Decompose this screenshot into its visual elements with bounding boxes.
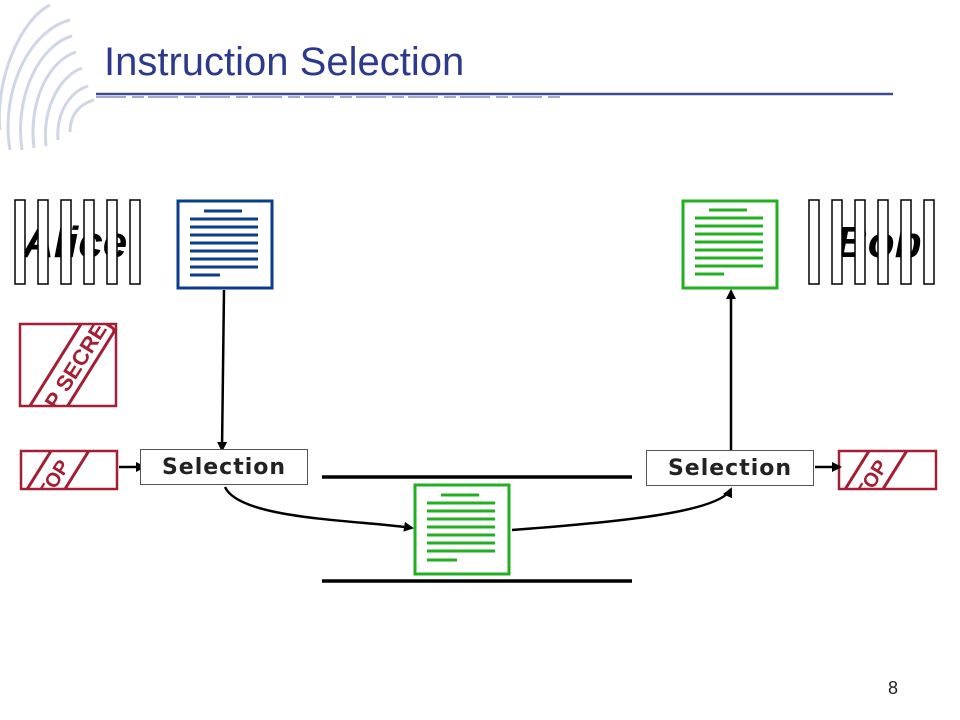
fingerprint-icon [0,3,95,151]
slide-title: Instruction Selection [104,40,465,84]
arrow-doc-to-selection [217,289,228,452]
page-number: 8 [888,678,899,698]
arrow-selection-to-channel [223,486,414,532]
selection-box-left: Selection [140,449,308,485]
document-icon [176,199,274,290]
alice-bars [14,199,141,285]
bob-bars [808,199,935,285]
stamp-icon: TOP [837,449,938,491]
document-icon [413,483,511,576]
bob-node: Bob [808,199,935,285]
alice-node: Alice [14,199,141,285]
stamp-icon: TOP SECRET [18,322,118,408]
title-underline [96,92,893,98]
stamp-icon: TOP [19,449,119,491]
selection-box-right: Selection [646,450,814,486]
document-icon [681,199,779,290]
arrow-channel-to-selection [511,487,733,532]
